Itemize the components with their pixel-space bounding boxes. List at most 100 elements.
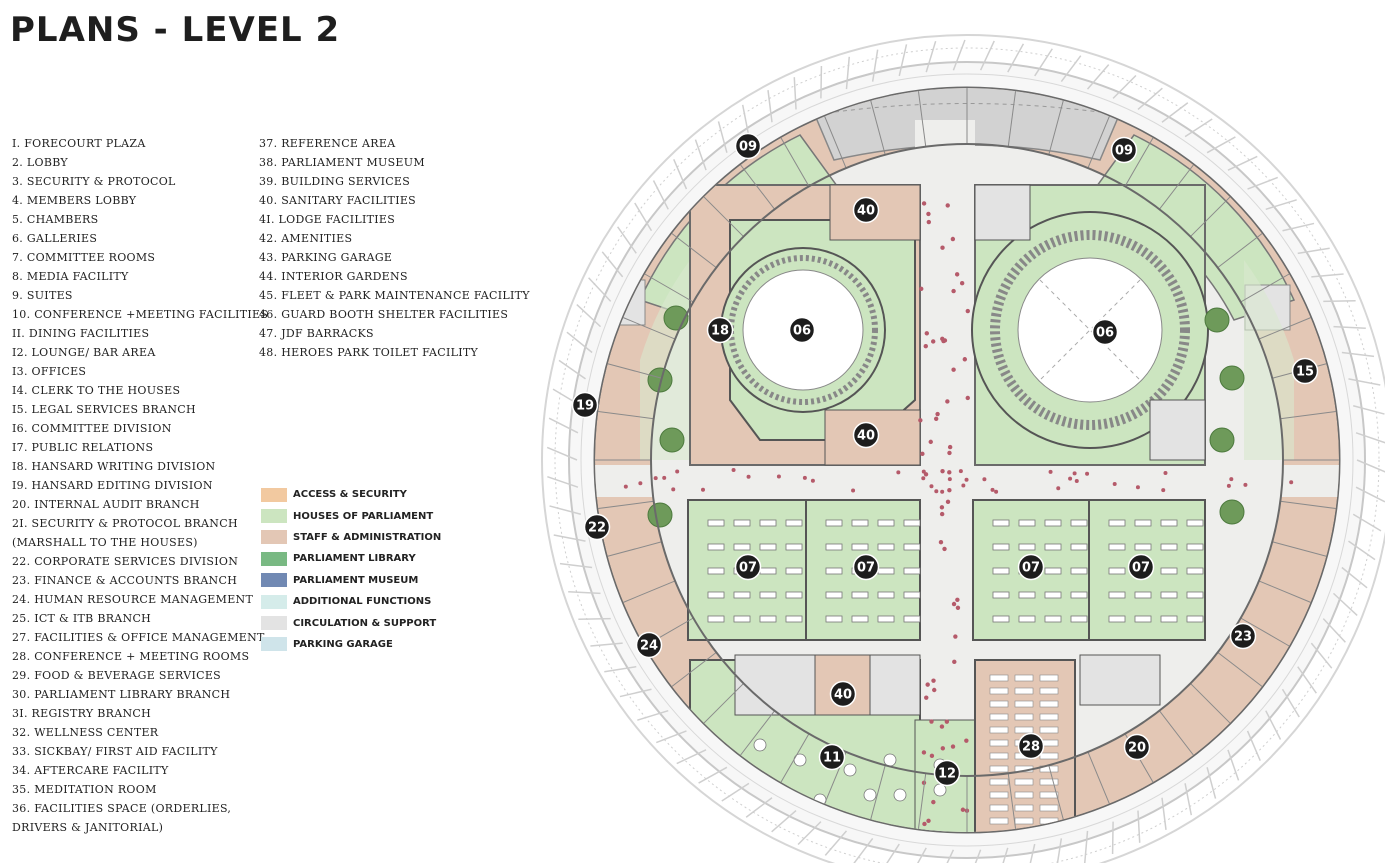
table <box>785 591 803 599</box>
perimeter-divider <box>824 116 847 169</box>
ring-hatch <box>1002 847 1009 863</box>
person <box>675 469 680 474</box>
ring-hatch <box>553 534 586 542</box>
table <box>903 567 921 575</box>
table <box>759 519 777 527</box>
person <box>953 634 958 639</box>
room-label-dot <box>852 421 880 449</box>
table <box>1044 519 1062 527</box>
table <box>733 519 751 527</box>
perimeter-divider <box>1217 651 1263 687</box>
ring-hatch <box>1007 43 1025 73</box>
person <box>950 236 956 242</box>
room-label-dot <box>1229 622 1257 650</box>
room-label: 07 <box>734 553 762 581</box>
legend-item: 22. CORPORATE SERVICES DIVISION <box>12 555 239 568</box>
ring-hatch <box>1265 710 1282 740</box>
perimeter-divider <box>1280 500 1336 510</box>
ring-hatch <box>820 66 823 99</box>
table <box>825 567 843 575</box>
person <box>947 488 952 493</box>
person <box>926 818 931 823</box>
conference-seat <box>1014 791 1034 799</box>
room-label: 15 <box>1291 357 1319 385</box>
legend-item: II. DINING FACILITIES <box>12 327 150 340</box>
perimeter-divider <box>703 196 744 237</box>
person <box>1048 469 1053 474</box>
conference-seat <box>1039 791 1059 799</box>
ring-hatch <box>1184 783 1193 816</box>
legend-item: 46. GUARD BOOTH SHELTER FACILITIES <box>259 308 509 321</box>
ring-hatch <box>558 359 586 380</box>
room-label-dot <box>1127 553 1155 581</box>
room-label: 09 <box>1110 136 1138 164</box>
table <box>1108 519 1126 527</box>
legend-item: 2I. SECURITY & PROTOCOL BRANCH <box>12 517 238 530</box>
perimeter-divider <box>1258 317 1311 340</box>
ring-hatch <box>546 446 578 461</box>
color-key-item: ACCESS & SECURITY <box>261 484 441 505</box>
legend-item: 37. REFERENCE AREA <box>259 137 396 150</box>
dining-table <box>863 788 877 802</box>
legend-item: I3. OFFICES <box>12 365 87 378</box>
color-key-label: STAFF & ADMINISTRATION <box>293 531 442 543</box>
ring-hatch <box>698 766 728 784</box>
ring-hatch <box>1297 666 1317 694</box>
ring-hatch <box>1352 513 1382 532</box>
table <box>1018 519 1036 527</box>
person <box>1289 480 1294 485</box>
table <box>877 567 895 575</box>
room-label-dot <box>1110 136 1138 164</box>
ring-hatch <box>1265 199 1297 211</box>
person <box>1072 471 1077 476</box>
legend-item: 3I. REGISTRY BRANCH <box>12 707 151 720</box>
person <box>940 468 945 474</box>
room-label: 11 <box>818 743 846 771</box>
ring-hatch <box>568 590 601 595</box>
person <box>924 695 929 700</box>
person <box>929 719 934 724</box>
room-label-number: 20 <box>1128 741 1146 756</box>
legend-item: 42. AMENITIES <box>259 232 353 245</box>
ring-hatch <box>652 180 669 210</box>
garden-east <box>1244 260 1294 460</box>
room-label-number: 23 <box>1234 630 1252 645</box>
ring-hatch <box>578 617 611 620</box>
table <box>1044 591 1062 599</box>
table <box>851 543 869 551</box>
table <box>903 543 921 551</box>
perimeter-divider <box>740 164 776 210</box>
table <box>1108 543 1126 551</box>
ring-hatch <box>1206 136 1236 154</box>
person <box>700 487 705 492</box>
ring-hatch <box>1206 767 1217 799</box>
person <box>922 821 927 827</box>
room-label: 23 <box>1229 622 1257 650</box>
ring-hatch <box>1323 300 1356 303</box>
perimeter-divider <box>917 773 927 829</box>
perimeter-divider <box>598 500 654 510</box>
perimeter-divider <box>671 233 717 269</box>
perimeter-divider <box>780 137 810 187</box>
color-key-label: CIRCULATION & SUPPORT <box>293 617 437 629</box>
tree <box>647 502 673 528</box>
person <box>939 724 945 729</box>
room-label-dot <box>635 631 663 659</box>
person <box>931 678 936 683</box>
person <box>933 416 939 421</box>
table <box>1070 591 1088 599</box>
conference-seat <box>989 817 1009 825</box>
dining-table <box>843 763 857 777</box>
person <box>921 201 927 206</box>
table <box>733 615 751 623</box>
person <box>961 483 966 488</box>
ring-hatch <box>601 251 624 278</box>
table <box>759 615 777 623</box>
table <box>1108 591 1126 599</box>
color-swatch <box>261 487 287 502</box>
person <box>955 597 960 602</box>
color-key-label: PARLIAMENT LIBRARY <box>293 553 416 565</box>
ring-hatch <box>588 277 612 302</box>
ring-hatch <box>1355 486 1385 503</box>
